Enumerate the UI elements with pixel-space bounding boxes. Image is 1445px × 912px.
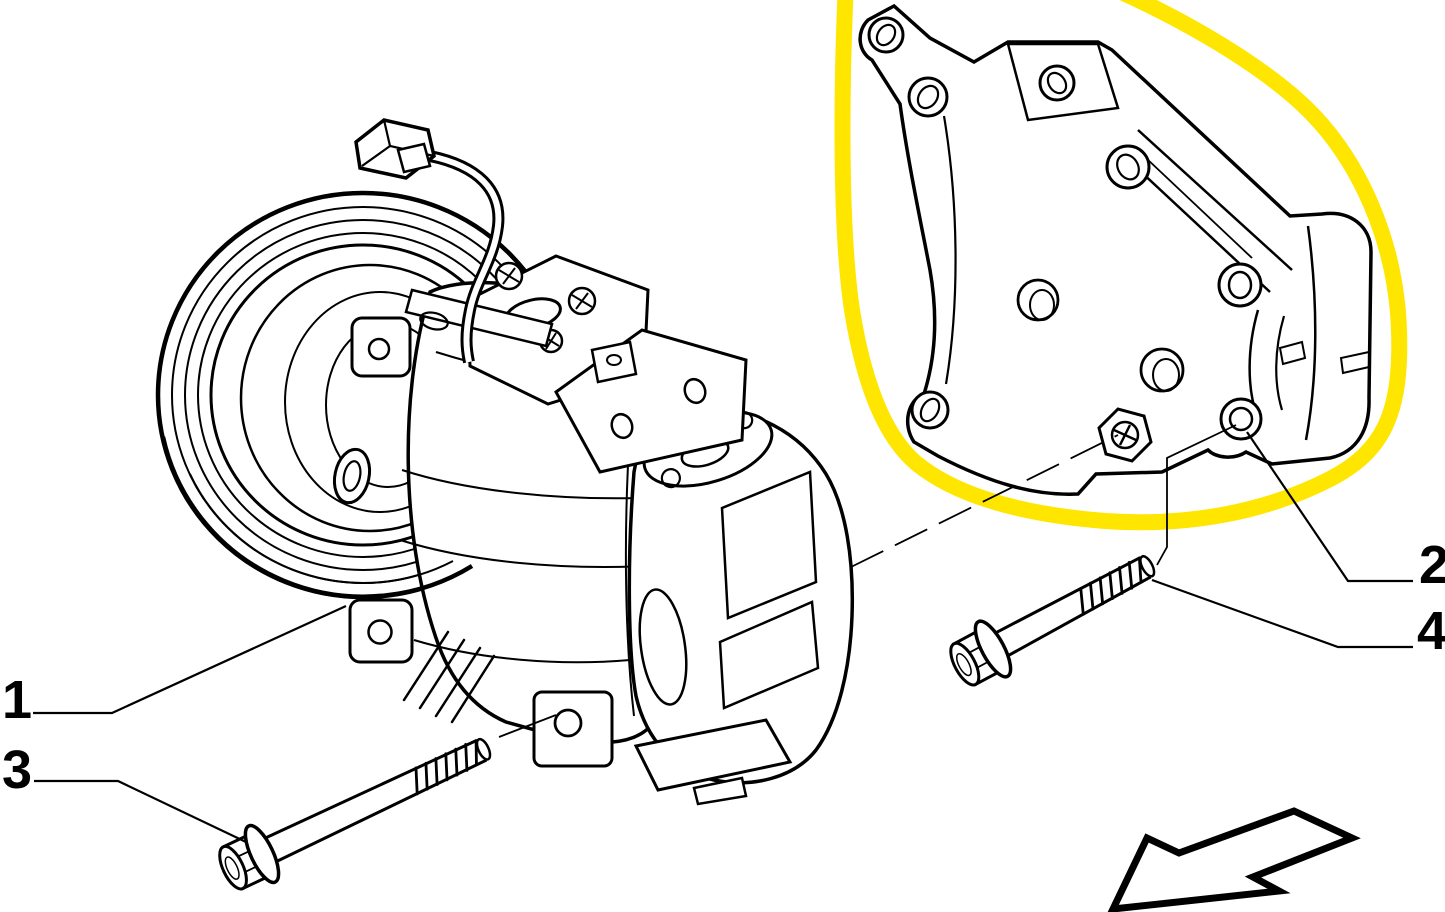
bracket-to-compressor-line — [850, 434, 1119, 568]
callout-4: 4 — [1417, 601, 1445, 661]
leader-1 — [33, 604, 347, 715]
alignment-lines — [498, 424, 1237, 738]
valve-phillips-screws — [494, 261, 597, 354]
clutch-connector — [354, 118, 505, 364]
bolt-4 — [949, 555, 1156, 687]
callout-1: 1 — [2, 670, 32, 730]
highlight-ellipse — [834, 0, 1408, 531]
bracket-plate — [858, 3, 1373, 496]
leader-4 — [1151, 578, 1413, 649]
leader-lines — [33, 431, 1413, 843]
callout-3: 3 — [2, 740, 32, 800]
bolt3-axis-line — [498, 714, 557, 738]
bolt4-axis-line — [1156, 424, 1237, 566]
bolt-3 — [218, 737, 492, 891]
mounting-bracket — [858, 3, 1373, 496]
callout-labels: 1 2 3 4 — [2, 535, 1445, 800]
bracket-bosses — [867, 16, 1263, 441]
leader-3 — [34, 779, 247, 843]
side-block — [554, 328, 748, 474]
highlight-loop — [834, 0, 1408, 531]
pulley-front-rim — [160, 436, 474, 599]
bracket-hex-boss — [1097, 407, 1153, 463]
rear-head-recesses — [638, 470, 820, 710]
compressor-mounting-lugs — [332, 316, 793, 806]
direction-arrow-icon — [1107, 807, 1361, 912]
compressor — [155, 118, 855, 806]
top-strap — [404, 288, 554, 348]
coil-ribs — [402, 630, 496, 724]
bracket-detail-lines — [942, 42, 1370, 441]
callout-2: 2 — [1419, 535, 1445, 595]
leader-2 — [1246, 431, 1413, 583]
